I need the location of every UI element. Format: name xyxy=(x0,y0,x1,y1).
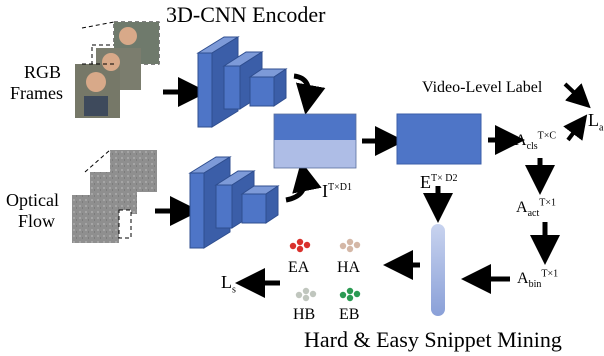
a-cls-base: A xyxy=(515,132,527,149)
a-act-label: AactT×1 xyxy=(516,197,556,220)
a-bin-base: A xyxy=(517,270,529,287)
loss-a-label: La xyxy=(588,110,603,133)
feature-I-dim: T×D1 xyxy=(328,182,352,193)
mining-title: Hard & Easy Snippet Mining xyxy=(304,327,562,352)
loss-s-base: L xyxy=(221,272,232,292)
loss-s-sub: s xyxy=(232,284,236,296)
a-cls-label: AclsT×C xyxy=(515,130,557,153)
a-bin-sub: bin xyxy=(528,279,542,291)
rgb-label-line1: RGB xyxy=(24,62,62,82)
encoder-title: 3D-CNN Encoder xyxy=(166,2,326,27)
loss-a-base: L xyxy=(588,110,599,130)
feature-E-dim: T× D2 xyxy=(431,173,458,184)
a-act-sub: act xyxy=(527,208,540,220)
flow-label-line1: Optical xyxy=(6,190,59,210)
feature-E-base: E xyxy=(420,172,431,192)
arrow-flow-to-feature xyxy=(285,161,322,203)
a-cls-dim: T×C xyxy=(537,130,557,142)
loss-s-label: Ls xyxy=(221,272,236,295)
feature-E-label: ET× D2 xyxy=(420,173,457,191)
snippet-label-ea: EA xyxy=(288,259,310,276)
a-act-base: A xyxy=(516,199,528,216)
a-bin-label: AbinT×1 xyxy=(517,268,559,291)
snippet-sequence-pill xyxy=(431,224,445,316)
loss-a-sub: a xyxy=(599,122,604,134)
flow-encoder-blocks xyxy=(188,156,280,249)
snippet-label-hb: HB xyxy=(293,306,316,323)
eb-dots xyxy=(339,287,361,302)
a-cls-sub: cls xyxy=(526,141,538,153)
feature-I-base: I xyxy=(322,181,328,201)
feature-I-label: IT×D1 xyxy=(322,182,352,200)
arrow-Acls-to-loss xyxy=(563,114,588,142)
ea-dots xyxy=(289,238,311,253)
feature-E-block xyxy=(396,113,482,165)
rgb-encoder-blocks xyxy=(196,36,288,128)
arrow-rgb-to-feature xyxy=(293,73,326,115)
feature-I-block xyxy=(273,113,357,169)
hb-dots xyxy=(295,287,317,302)
a-act-dim: T×1 xyxy=(539,197,556,209)
video-level-label: Video-Level Label xyxy=(422,79,543,96)
flow-label-line2: Flow xyxy=(18,211,56,231)
rgb-frames-stack xyxy=(75,21,160,118)
optical-flow-stack xyxy=(72,149,157,243)
snippet-label-eb: EB xyxy=(339,306,360,323)
ha-dots xyxy=(339,238,361,253)
a-bin-dim: T×1 xyxy=(541,268,559,280)
rgb-label-line2: Frames xyxy=(10,83,63,103)
snippet-label-ha: HA xyxy=(337,259,361,276)
arrow-label-to-loss xyxy=(563,82,591,109)
